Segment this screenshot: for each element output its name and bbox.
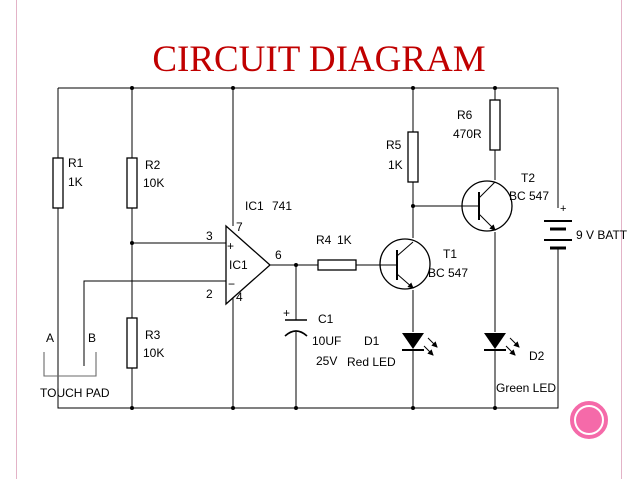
battery-symbol [544, 220, 572, 250]
touch-pad-label: TOUCH PAD [40, 386, 110, 400]
d1-name: D1 [364, 334, 380, 348]
r2-resistor [126, 157, 138, 209]
slide-right-edge [621, 0, 638, 479]
ground-rail-wire [57, 248, 559, 409]
ic1-name: IC1 [245, 199, 264, 213]
r3-name: R3 [145, 328, 161, 342]
r5-name: R5 [386, 138, 402, 152]
r4-resistor [317, 259, 357, 271]
r1-resistor [52, 157, 64, 209]
t2-part: BC 547 [509, 189, 549, 203]
battery-plus-sign: + [560, 203, 566, 215]
ic1-minus-sign: − [228, 277, 235, 291]
ic1-part: 741 [272, 199, 292, 213]
d2-name: D2 [529, 349, 545, 363]
pin2-wire [83, 280, 226, 348]
battery-label: 9 V BATT [576, 228, 628, 242]
t1-name: T1 [443, 247, 457, 261]
r6-name: R6 [457, 108, 473, 122]
ic1-plus-sign: + [227, 239, 234, 253]
c1-name: C1 [318, 312, 334, 326]
r1-value: 1K [68, 175, 83, 189]
touch-pad [43, 348, 97, 377]
t1-transistor [379, 238, 431, 290]
r5-resistor [407, 131, 419, 183]
r6-value: 470R [453, 127, 482, 141]
d2-led [484, 333, 520, 356]
d2-desc: Green LED [496, 381, 556, 395]
r5-value: 1K [388, 158, 403, 172]
r2-name: R2 [145, 158, 161, 172]
ic1-opamp [225, 224, 271, 306]
r1-name: R1 [68, 156, 84, 170]
r3-value: 10K [143, 346, 164, 360]
wires [57, 87, 559, 409]
ic1-pin6: 6 [275, 248, 282, 262]
t2-transistor [461, 180, 513, 232]
t2-name: T2 [521, 171, 535, 185]
ic1-pin2: 2 [206, 287, 213, 301]
ic1-pin7: 7 [236, 220, 243, 234]
junction-dots [130, 86, 497, 410]
ic1-pin4: 4 [236, 290, 243, 304]
touch-pad-a-label: A [46, 331, 54, 345]
top-rail-wire [58, 87, 559, 208]
ic1-inner-label: IC1 [229, 258, 248, 272]
touch-pad-b-label: B [88, 331, 96, 345]
c1-capacitor [284, 319, 308, 337]
c1-plus-sign: + [283, 306, 290, 320]
slide-title: CIRCUIT DIAGRAM [152, 39, 486, 80]
decorative-pink-circle [570, 401, 608, 439]
slide-left-edge [0, 0, 17, 479]
r4-value: 1K [337, 233, 352, 247]
t1-part: BC 547 [428, 266, 468, 280]
r4-name: R4 [316, 233, 332, 247]
ic1-pin3: 3 [206, 229, 213, 243]
c1-voltage: 25V [316, 354, 337, 368]
c1-value: 10UF [312, 334, 341, 348]
r2-value: 10K [143, 176, 164, 190]
touch-pad-outline [43, 352, 97, 377]
r6-resistor [489, 99, 501, 151]
d1-desc: Red LED [347, 355, 396, 369]
r3-resistor [126, 317, 138, 369]
d1-led [402, 333, 438, 356]
